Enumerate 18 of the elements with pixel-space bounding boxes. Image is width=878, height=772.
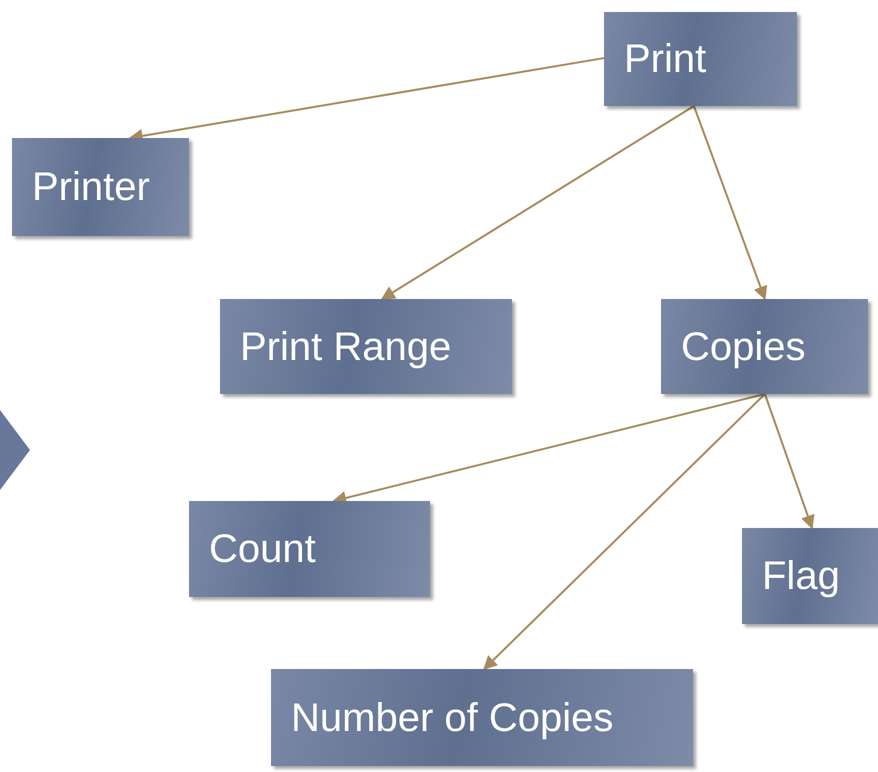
node-label: Print Range (240, 324, 452, 368)
arrow (693, 106, 768, 300)
node-label: Number of Copies (291, 696, 614, 740)
node-label: Copies (681, 324, 806, 368)
node-label: Printer (32, 165, 150, 209)
arrow (483, 393, 766, 670)
process-box (12, 138, 189, 236)
node-label: Print (624, 37, 706, 81)
process-box (189, 501, 430, 597)
process-box (220, 299, 512, 394)
process-box (742, 528, 878, 624)
arrow (764, 394, 814, 530)
process-box (661, 299, 868, 394)
node-label: Count (209, 527, 316, 571)
process-box (271, 669, 693, 766)
process-box (604, 12, 797, 106)
node-label: Flag (762, 554, 840, 598)
arrow (380, 105, 694, 300)
